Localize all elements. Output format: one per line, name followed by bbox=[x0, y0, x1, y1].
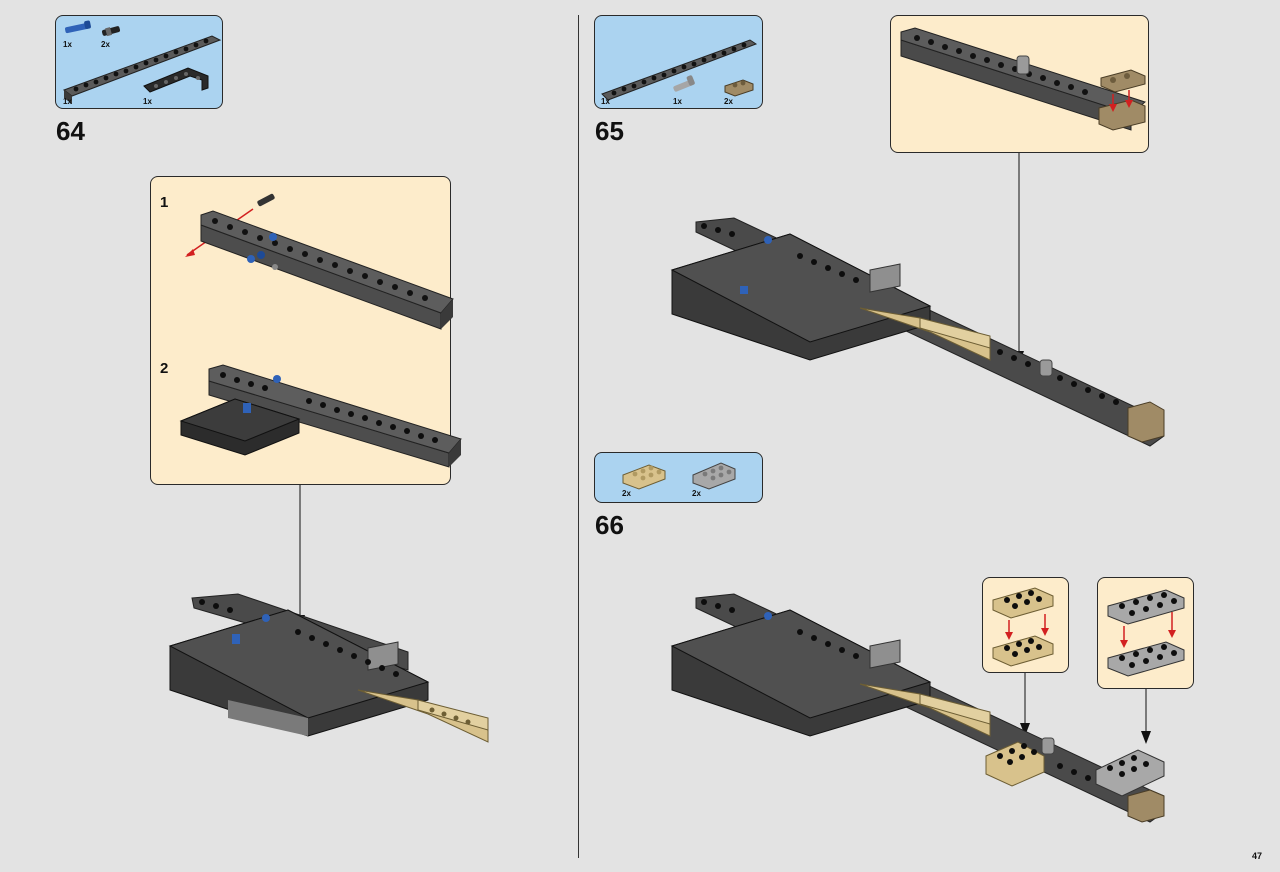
part-qty: 2x bbox=[692, 489, 701, 498]
part-qty: 1x bbox=[63, 97, 72, 106]
tan-plate-stack-callout bbox=[982, 577, 1069, 673]
subassembly-1-illustration bbox=[185, 193, 454, 330]
step-number: 65 bbox=[595, 116, 624, 146]
down-arrow-icon bbox=[1141, 689, 1151, 744]
substep-number: 2 bbox=[160, 360, 169, 377]
grey-plate-stack-illustration bbox=[1107, 589, 1185, 677]
tan-plate-2x3-icon bbox=[622, 464, 666, 490]
part-qty: 2x bbox=[724, 97, 733, 106]
step-64-parts-box: 1x 2x 1x 1x bbox=[55, 15, 223, 109]
step-65-model-illustration bbox=[670, 217, 1165, 447]
part-qty: 2x bbox=[622, 489, 631, 498]
down-arrow-icon bbox=[1020, 673, 1030, 736]
grey-axle-pin-icon bbox=[673, 75, 695, 92]
blue-axle-pin-icon bbox=[65, 20, 91, 34]
part-qty: 2x bbox=[101, 40, 110, 49]
step-66-parts-box: 2x 2x bbox=[594, 452, 763, 503]
step-65-parts-box: 1x 1x 2x bbox=[594, 15, 763, 109]
subassembly-2-illustration bbox=[179, 364, 462, 468]
page-divider bbox=[578, 15, 579, 858]
grey-plate-stack-callout bbox=[1097, 577, 1194, 689]
step-number: 64 bbox=[56, 116, 85, 146]
part-qty: 1x bbox=[673, 97, 682, 106]
grey-plate-2x3-icon bbox=[692, 462, 736, 490]
step-64-subassembly-callout: 1 2 bbox=[150, 176, 462, 485]
part-qty: 1x bbox=[601, 97, 610, 106]
dark-grey-technic-beam-icon bbox=[62, 35, 222, 104]
step-64-model-illustration bbox=[168, 593, 489, 743]
step-65-detail-callout bbox=[890, 15, 1149, 153]
black-angle-beam-icon bbox=[143, 67, 209, 93]
part-qty: 1x bbox=[143, 97, 152, 106]
dark-grey-technic-beam-icon bbox=[601, 39, 758, 101]
tan-plate-stack-illustration bbox=[992, 587, 1054, 667]
black-friction-pin-icon bbox=[101, 26, 121, 37]
part-qty: 1x bbox=[63, 40, 72, 49]
page-number: 47 bbox=[1252, 851, 1263, 861]
beam-with-plate-detail-illustration bbox=[900, 27, 1147, 131]
step-number: 66 bbox=[595, 510, 624, 540]
step-66-model-illustration bbox=[670, 593, 1165, 823]
dark-tan-plate-1x2-icon bbox=[724, 79, 754, 97]
substep-number: 1 bbox=[160, 194, 169, 211]
